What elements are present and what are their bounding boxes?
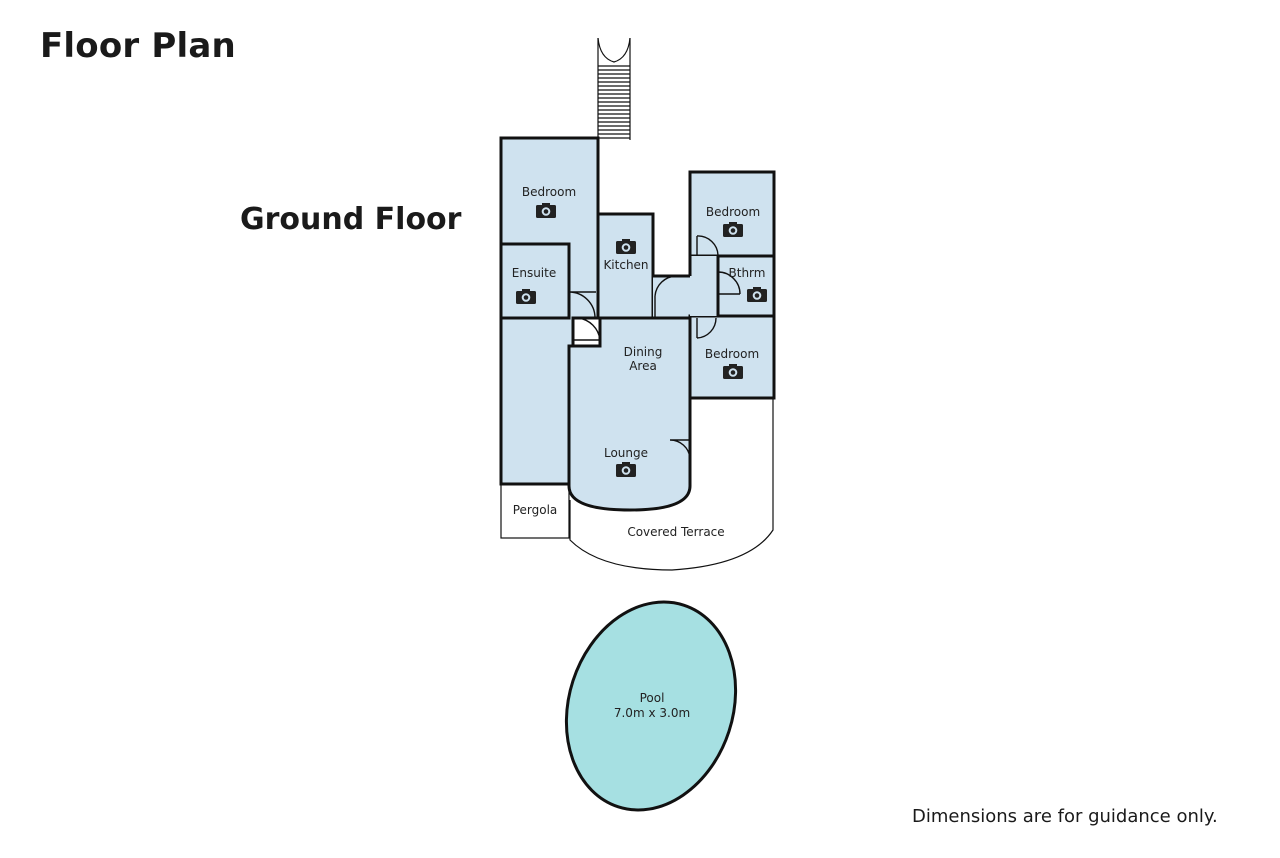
camera-icon[interactable] [747, 287, 767, 302]
label-ensuite: Ensuite [512, 266, 556, 280]
label-dining-2: Area [629, 359, 657, 373]
label-covered-terrace: Covered Terrace [627, 525, 724, 539]
label-bedroom-2: Bedroom [706, 205, 760, 219]
room-bathroom [716, 254, 776, 318]
stairs [597, 37, 631, 140]
camera-icon[interactable] [616, 239, 636, 254]
room-dining-lounge [567, 316, 692, 512]
label-pool-size: 7.0m x 3.0m [614, 706, 690, 720]
door-swings [568, 235, 741, 459]
label-pergola: Pergola [513, 503, 558, 517]
label-kitchen: Kitchen [603, 258, 648, 272]
room-ensuite [499, 242, 571, 320]
disclaimer-text: Dimensions are for guidance only. [912, 806, 1218, 827]
camera-icon[interactable] [616, 462, 636, 477]
room-kitchen [596, 212, 655, 320]
camera-icon[interactable] [536, 203, 556, 218]
room-bedroom-3 [688, 314, 776, 400]
right-hall [690, 256, 718, 316]
label-dining-1: Dining [624, 345, 663, 359]
camera-icon[interactable] [723, 364, 743, 379]
label-bedroom-1: Bedroom [522, 185, 576, 199]
room-bedroom-2 [688, 170, 776, 258]
label-pool: Pool [640, 691, 665, 705]
label-bathroom: Bthrm [729, 266, 766, 280]
pool [564, 600, 738, 812]
page-title: Floor Plan [40, 26, 236, 66]
camera-icon[interactable] [516, 289, 536, 304]
label-bedroom-3: Bedroom [705, 347, 759, 361]
label-lounge: Lounge [604, 446, 648, 460]
covered-terrace-outline [569, 397, 774, 571]
camera-icon[interactable] [723, 222, 743, 237]
floor-title: Ground Floor [240, 202, 462, 237]
